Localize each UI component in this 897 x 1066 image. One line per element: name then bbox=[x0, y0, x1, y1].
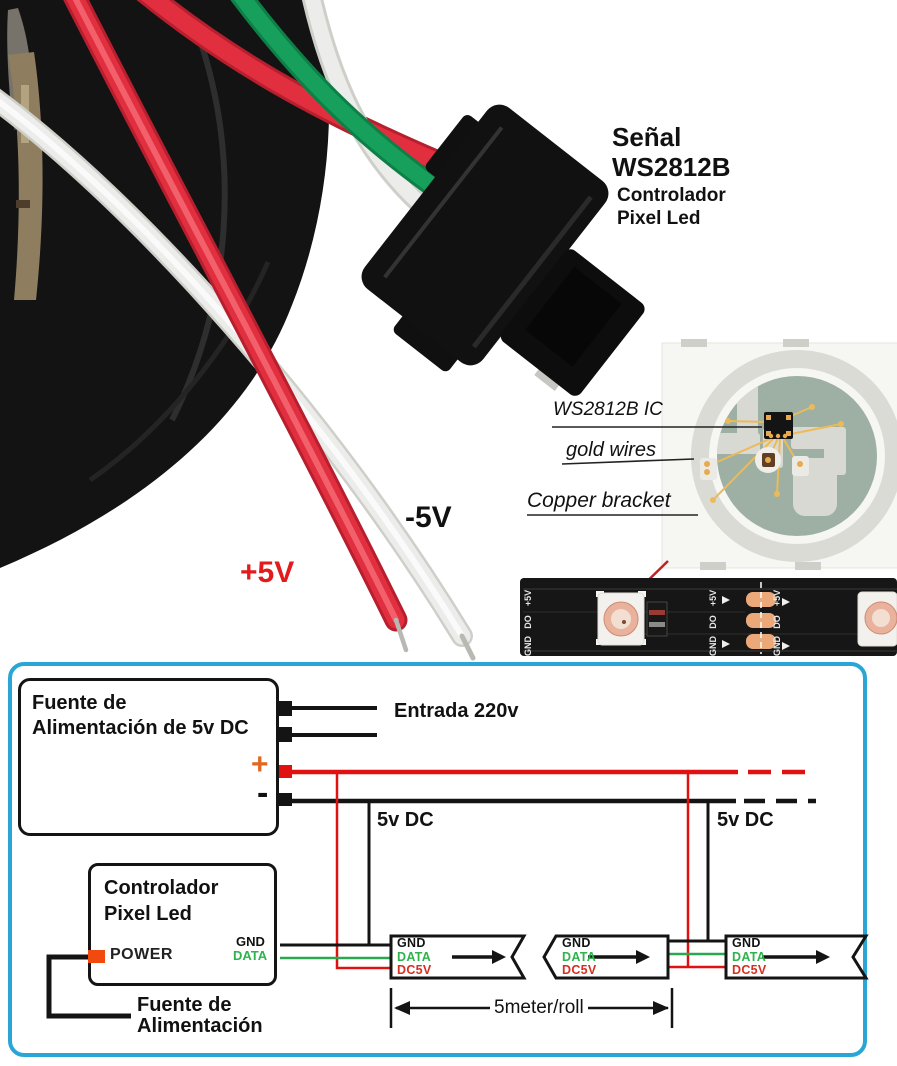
controller-note: Fuente de Alimentación bbox=[137, 995, 263, 1037]
svg-text:GND: GND bbox=[523, 636, 533, 657]
svg-text:+5V: +5V bbox=[708, 590, 718, 606]
white-connector-wire bbox=[301, 0, 431, 215]
controller-note-line2: Alimentación bbox=[137, 1015, 263, 1037]
svg-text:DO: DO bbox=[708, 615, 718, 629]
pixel-controller-box bbox=[88, 863, 277, 986]
signal-line2: WS2812B bbox=[612, 152, 731, 182]
white-wire-tinned-tip bbox=[459, 633, 476, 661]
ws2812b-closeup-photo bbox=[527, 339, 897, 601]
gold-wires-label: gold wires bbox=[566, 439, 657, 461]
power-label: POWER bbox=[110, 946, 173, 963]
green-connector-wire bbox=[230, 0, 441, 195]
roll-length-label: 5meter/roll bbox=[490, 997, 588, 1019]
segment-3-labels: GND DATA DC5V bbox=[732, 936, 767, 978]
controller-title-line1: Controlador bbox=[104, 877, 219, 899]
connector-pin bbox=[534, 367, 561, 392]
controller-note-line1: Fuente de bbox=[137, 994, 232, 1016]
photo-wires bbox=[0, 0, 476, 661]
ws2812b-ic-chip bbox=[764, 412, 793, 439]
led-strip-photo: +5V DO GND +5V DO GND +5V DO GND bbox=[520, 578, 897, 656]
copper-bracket-shapes bbox=[717, 376, 846, 516]
segment-1-dc5v: DC5V bbox=[397, 963, 432, 977]
svg-text:DO: DO bbox=[772, 615, 782, 629]
segment-2-dc5v: DC5V bbox=[562, 963, 597, 977]
closeup-arrow bbox=[630, 560, 669, 598]
led-reel-photo bbox=[0, 0, 330, 568]
psu-title: Fuente de Alimentación de 5v DC bbox=[32, 691, 249, 741]
copper-bracket-label: Copper bracket bbox=[527, 489, 671, 512]
red-wire-tinned-tip bbox=[393, 617, 409, 653]
strip-led-1 bbox=[596, 591, 646, 646]
svg-text:+5V: +5V bbox=[523, 590, 533, 606]
dc-label-2: 5v DC bbox=[717, 809, 774, 831]
segment-3-data: DATA bbox=[732, 949, 767, 964]
controller-data-label: DATA bbox=[233, 948, 268, 963]
segment-2-gnd: GND bbox=[562, 936, 591, 950]
signal-line4: Pixel Led bbox=[617, 208, 701, 229]
segment-3-dc5v: DC5V bbox=[732, 963, 767, 977]
segment-3-gnd: GND bbox=[732, 936, 761, 950]
signal-line1: Señal bbox=[612, 122, 682, 152]
segment-1-data: DATA bbox=[397, 949, 432, 964]
segment-2-labels: GND DATA DC5V bbox=[562, 936, 597, 978]
psu-title-line2: Alimentación de 5v DC bbox=[32, 717, 249, 739]
segment-2-data: DATA bbox=[562, 949, 597, 964]
svg-text:GND: GND bbox=[772, 636, 782, 657]
controller-title-line2: Pixel Led bbox=[104, 903, 192, 925]
white-power-wire bbox=[0, 88, 473, 647]
svg-text:DO: DO bbox=[523, 615, 533, 629]
led-lens-ring bbox=[691, 350, 897, 562]
ic-label: WS2812B IC bbox=[553, 399, 663, 420]
psu-title-line1: Fuente de bbox=[32, 692, 127, 714]
dc-label-1: 5v DC bbox=[377, 809, 434, 831]
strip-led-2 bbox=[857, 591, 897, 647]
red-connector-wire bbox=[136, 0, 450, 174]
signal-line3: Controlador bbox=[617, 185, 726, 206]
signal-title: Señal WS2812B bbox=[612, 122, 731, 182]
minus-terminal-label: - bbox=[257, 774, 269, 812]
svg-text:GND: GND bbox=[708, 636, 718, 657]
strip-silkscreen-markings: +5V DO GND +5V DO GND +5V DO GND bbox=[523, 590, 782, 656]
plus-terminal-label: + bbox=[251, 748, 269, 781]
strip-solder-pads bbox=[746, 582, 776, 654]
entrada-label: Entrada 220v bbox=[394, 700, 519, 722]
controller-gnd-label: GND bbox=[236, 934, 265, 949]
segment-1-labels: GND DATA DC5V bbox=[397, 936, 432, 978]
wound-strip-edge bbox=[8, 52, 43, 300]
controller-title: Controlador Pixel Led bbox=[104, 875, 218, 927]
svg-text:+5V: +5V bbox=[772, 590, 782, 606]
plus5v-label: +5V bbox=[240, 556, 295, 589]
gold-wires bbox=[707, 406, 842, 501]
signal-subtitle: Controlador Pixel Led bbox=[617, 184, 726, 230]
segment-1-gnd: GND bbox=[397, 936, 426, 950]
minus5v-label: -5V bbox=[405, 501, 452, 534]
red-power-wire bbox=[63, 0, 408, 632]
strip-component bbox=[646, 601, 668, 637]
power-supply-box bbox=[18, 678, 279, 836]
